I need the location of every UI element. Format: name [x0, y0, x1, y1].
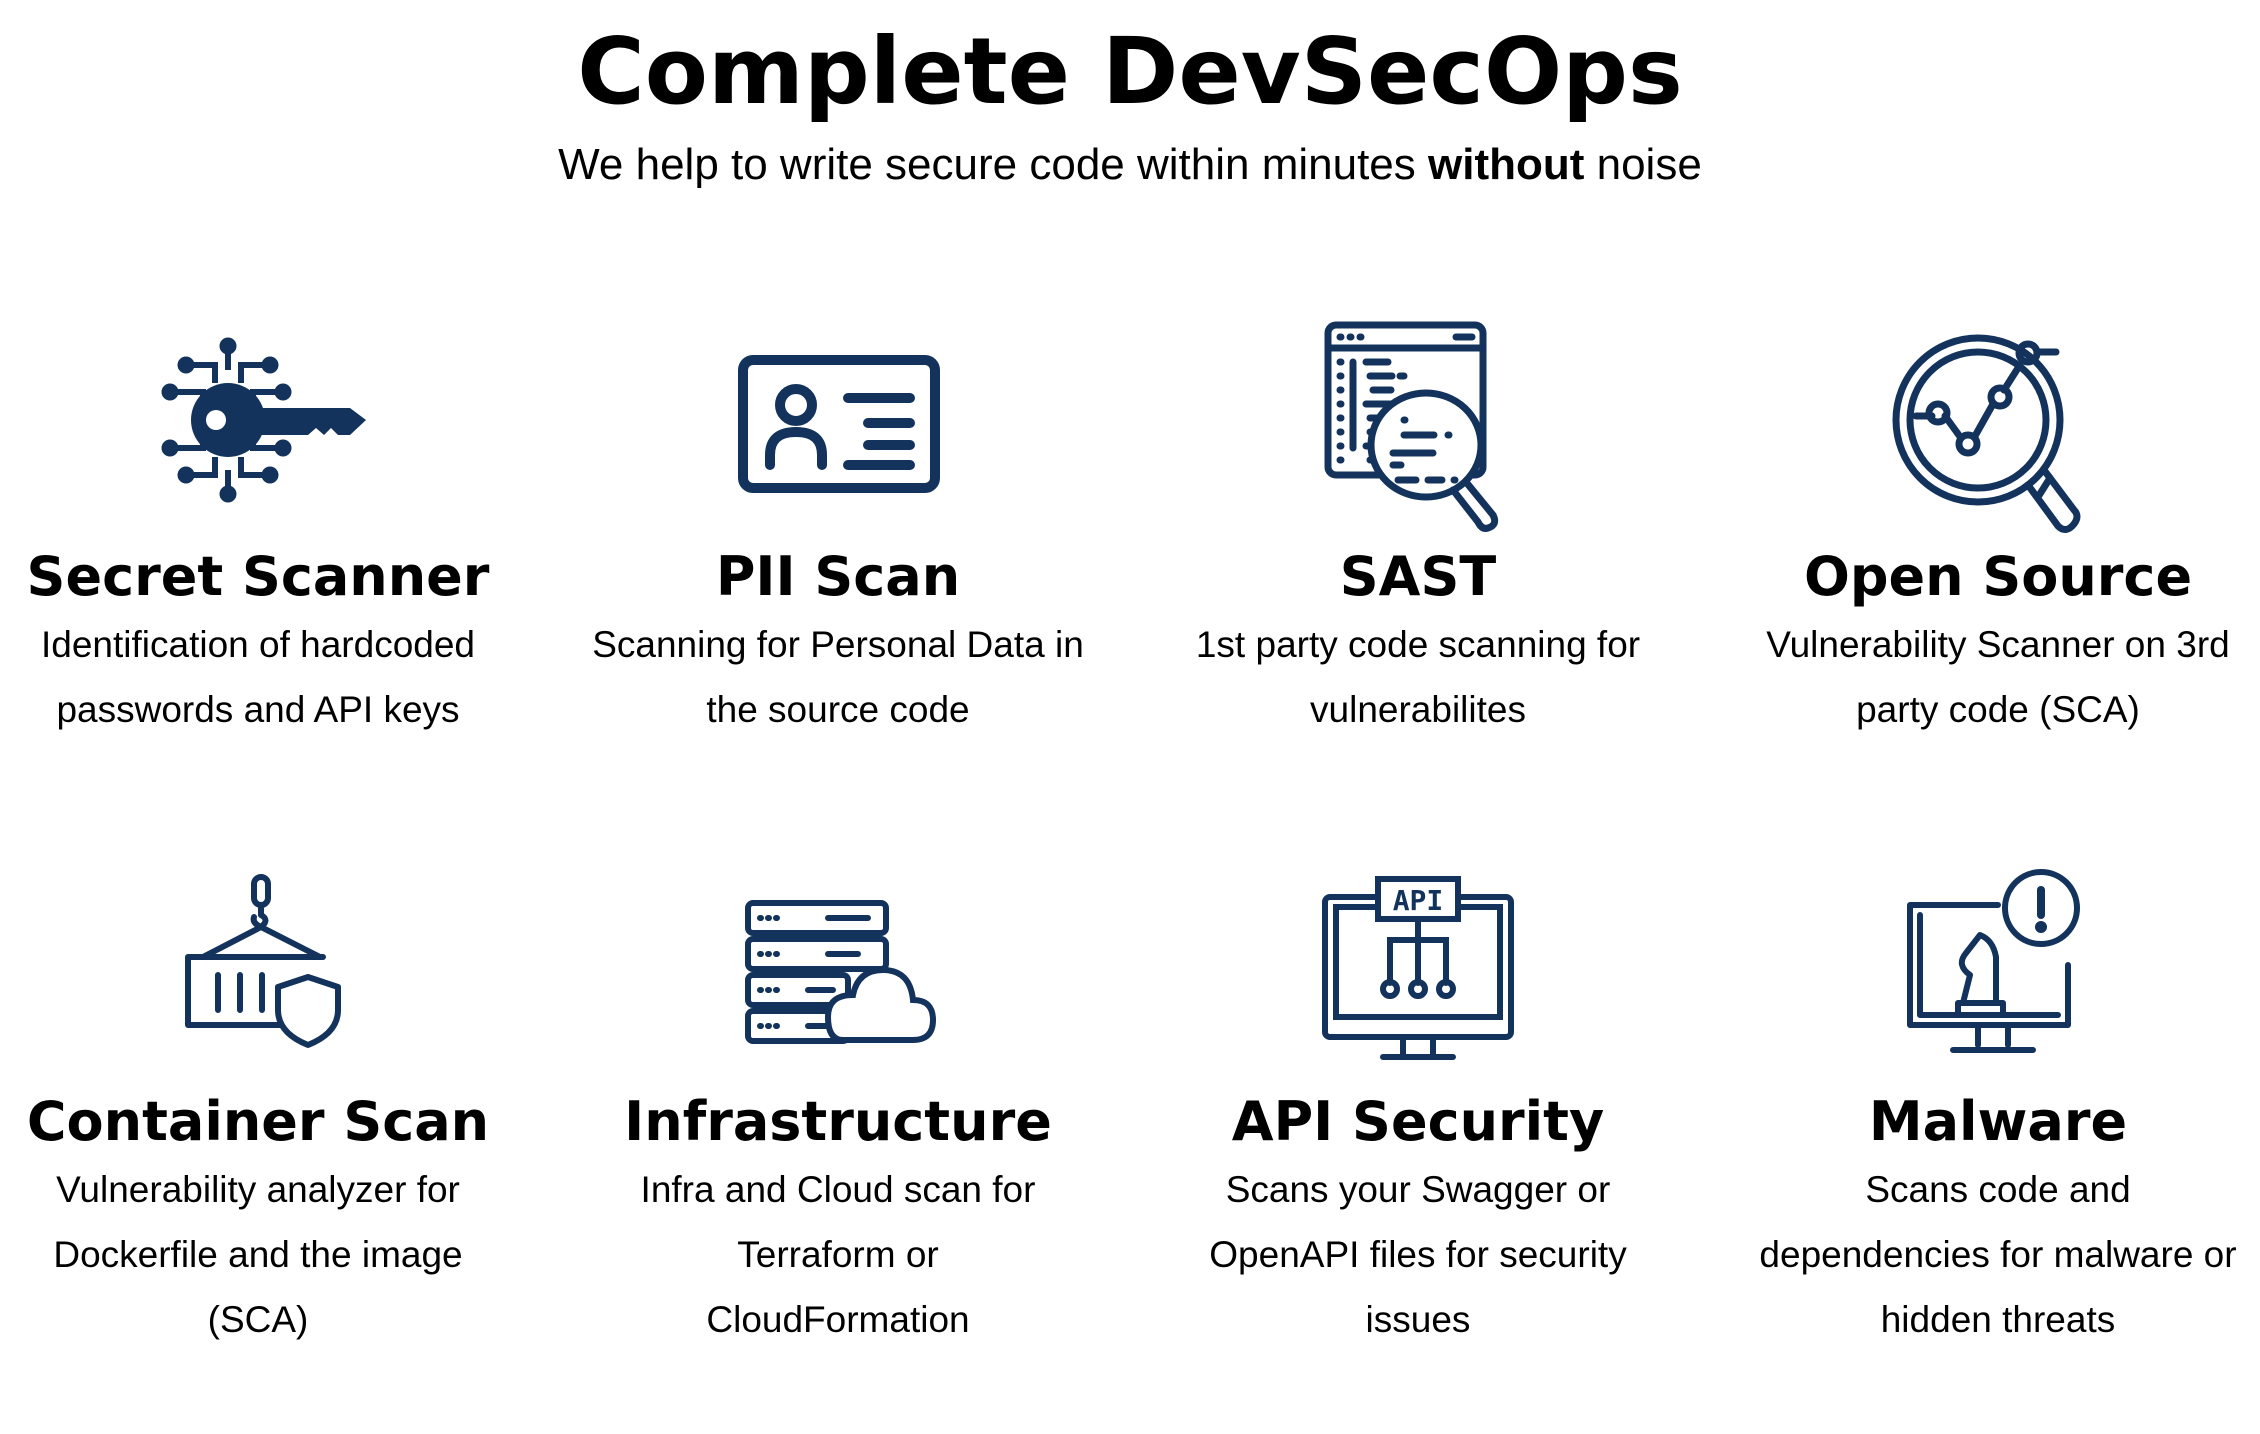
feature-description: Identification of hardcoded passwords an… [0, 612, 558, 742]
description-line: Scans code and [1865, 1169, 2131, 1210]
feature-description: Scans your Swagger or OpenAPI files for … [1118, 1157, 1718, 1352]
feature-title: Secret Scanner [26, 545, 490, 608]
feature-title: Malware [1868, 1090, 2128, 1153]
subtitle-text-end: noise [1584, 140, 1702, 189]
feature-description: Vulnerability Scanner on 3rd party code … [1698, 612, 2260, 742]
feature-description: Scanning for Personal Data in the source… [538, 612, 1138, 742]
description-line: Identification of hardcoded [40, 624, 476, 665]
feature-description: 1st party code scanning for vulnerabilit… [1118, 612, 1718, 742]
analytics-magnifier-icon [1888, 320, 2108, 540]
api-monitor-icon: API [1308, 865, 1528, 1085]
description-line: the source code [706, 689, 970, 730]
subtitle-emphasis: without [1428, 140, 1585, 189]
description-line: Dockerfile and the image [53, 1234, 463, 1275]
code-magnifier-icon [1308, 320, 1528, 540]
page-title: Complete DevSecOps [577, 18, 1683, 125]
feature-description: Scans code and dependencies for malware … [1698, 1157, 2260, 1352]
description-line: Vulnerability Scanner on 3rd [1766, 624, 2230, 665]
description-line: Terraform or [737, 1234, 939, 1275]
description-line: 1st party code scanning for [1195, 624, 1641, 665]
page-subtitle: We help to write secure code within minu… [0, 140, 2260, 190]
subtitle-text: We help to write secure code within minu… [558, 140, 1428, 189]
description-line: Infra and Cloud scan for [640, 1169, 1036, 1210]
feature-title: SAST [1339, 545, 1497, 608]
id-card-icon [728, 320, 948, 540]
description-line: Vulnerability analyzer for [56, 1169, 460, 1210]
malware-alert-icon [1888, 865, 2108, 1085]
server-cloud-icon [728, 865, 948, 1085]
description-line: party code (SCA) [1856, 689, 2140, 730]
feature-title: PII Scan [715, 545, 961, 608]
feature-title: Infrastructure [624, 1090, 1052, 1153]
description-line: Scans your Swagger or [1225, 1169, 1611, 1210]
container-shield-icon [148, 865, 368, 1085]
description-line: passwords and API keys [56, 689, 460, 730]
description-line: hidden threats [1880, 1299, 2116, 1340]
description-line: dependencies for malware or [1759, 1234, 2237, 1275]
description-line: OpenAPI files for security [1209, 1234, 1627, 1275]
feature-title: API Security [1231, 1090, 1605, 1153]
feature-description: Infra and Cloud scan for Terraform or Cl… [538, 1157, 1138, 1352]
feature-title: Open Source [1803, 545, 2193, 608]
description-line: (SCA) [207, 1299, 309, 1340]
description-line: vulnerabilites [1310, 689, 1526, 730]
feature-title: Container Scan [26, 1090, 490, 1153]
feature-description: Vulnerability analyzer for Dockerfile an… [0, 1157, 558, 1352]
description-line: Scanning for Personal Data in [592, 624, 1084, 665]
description-line: CloudFormation [706, 1299, 970, 1340]
svg-text:API: API [1393, 884, 1444, 917]
description-line: issues [1365, 1299, 1471, 1340]
key-circuit-icon [148, 320, 368, 540]
